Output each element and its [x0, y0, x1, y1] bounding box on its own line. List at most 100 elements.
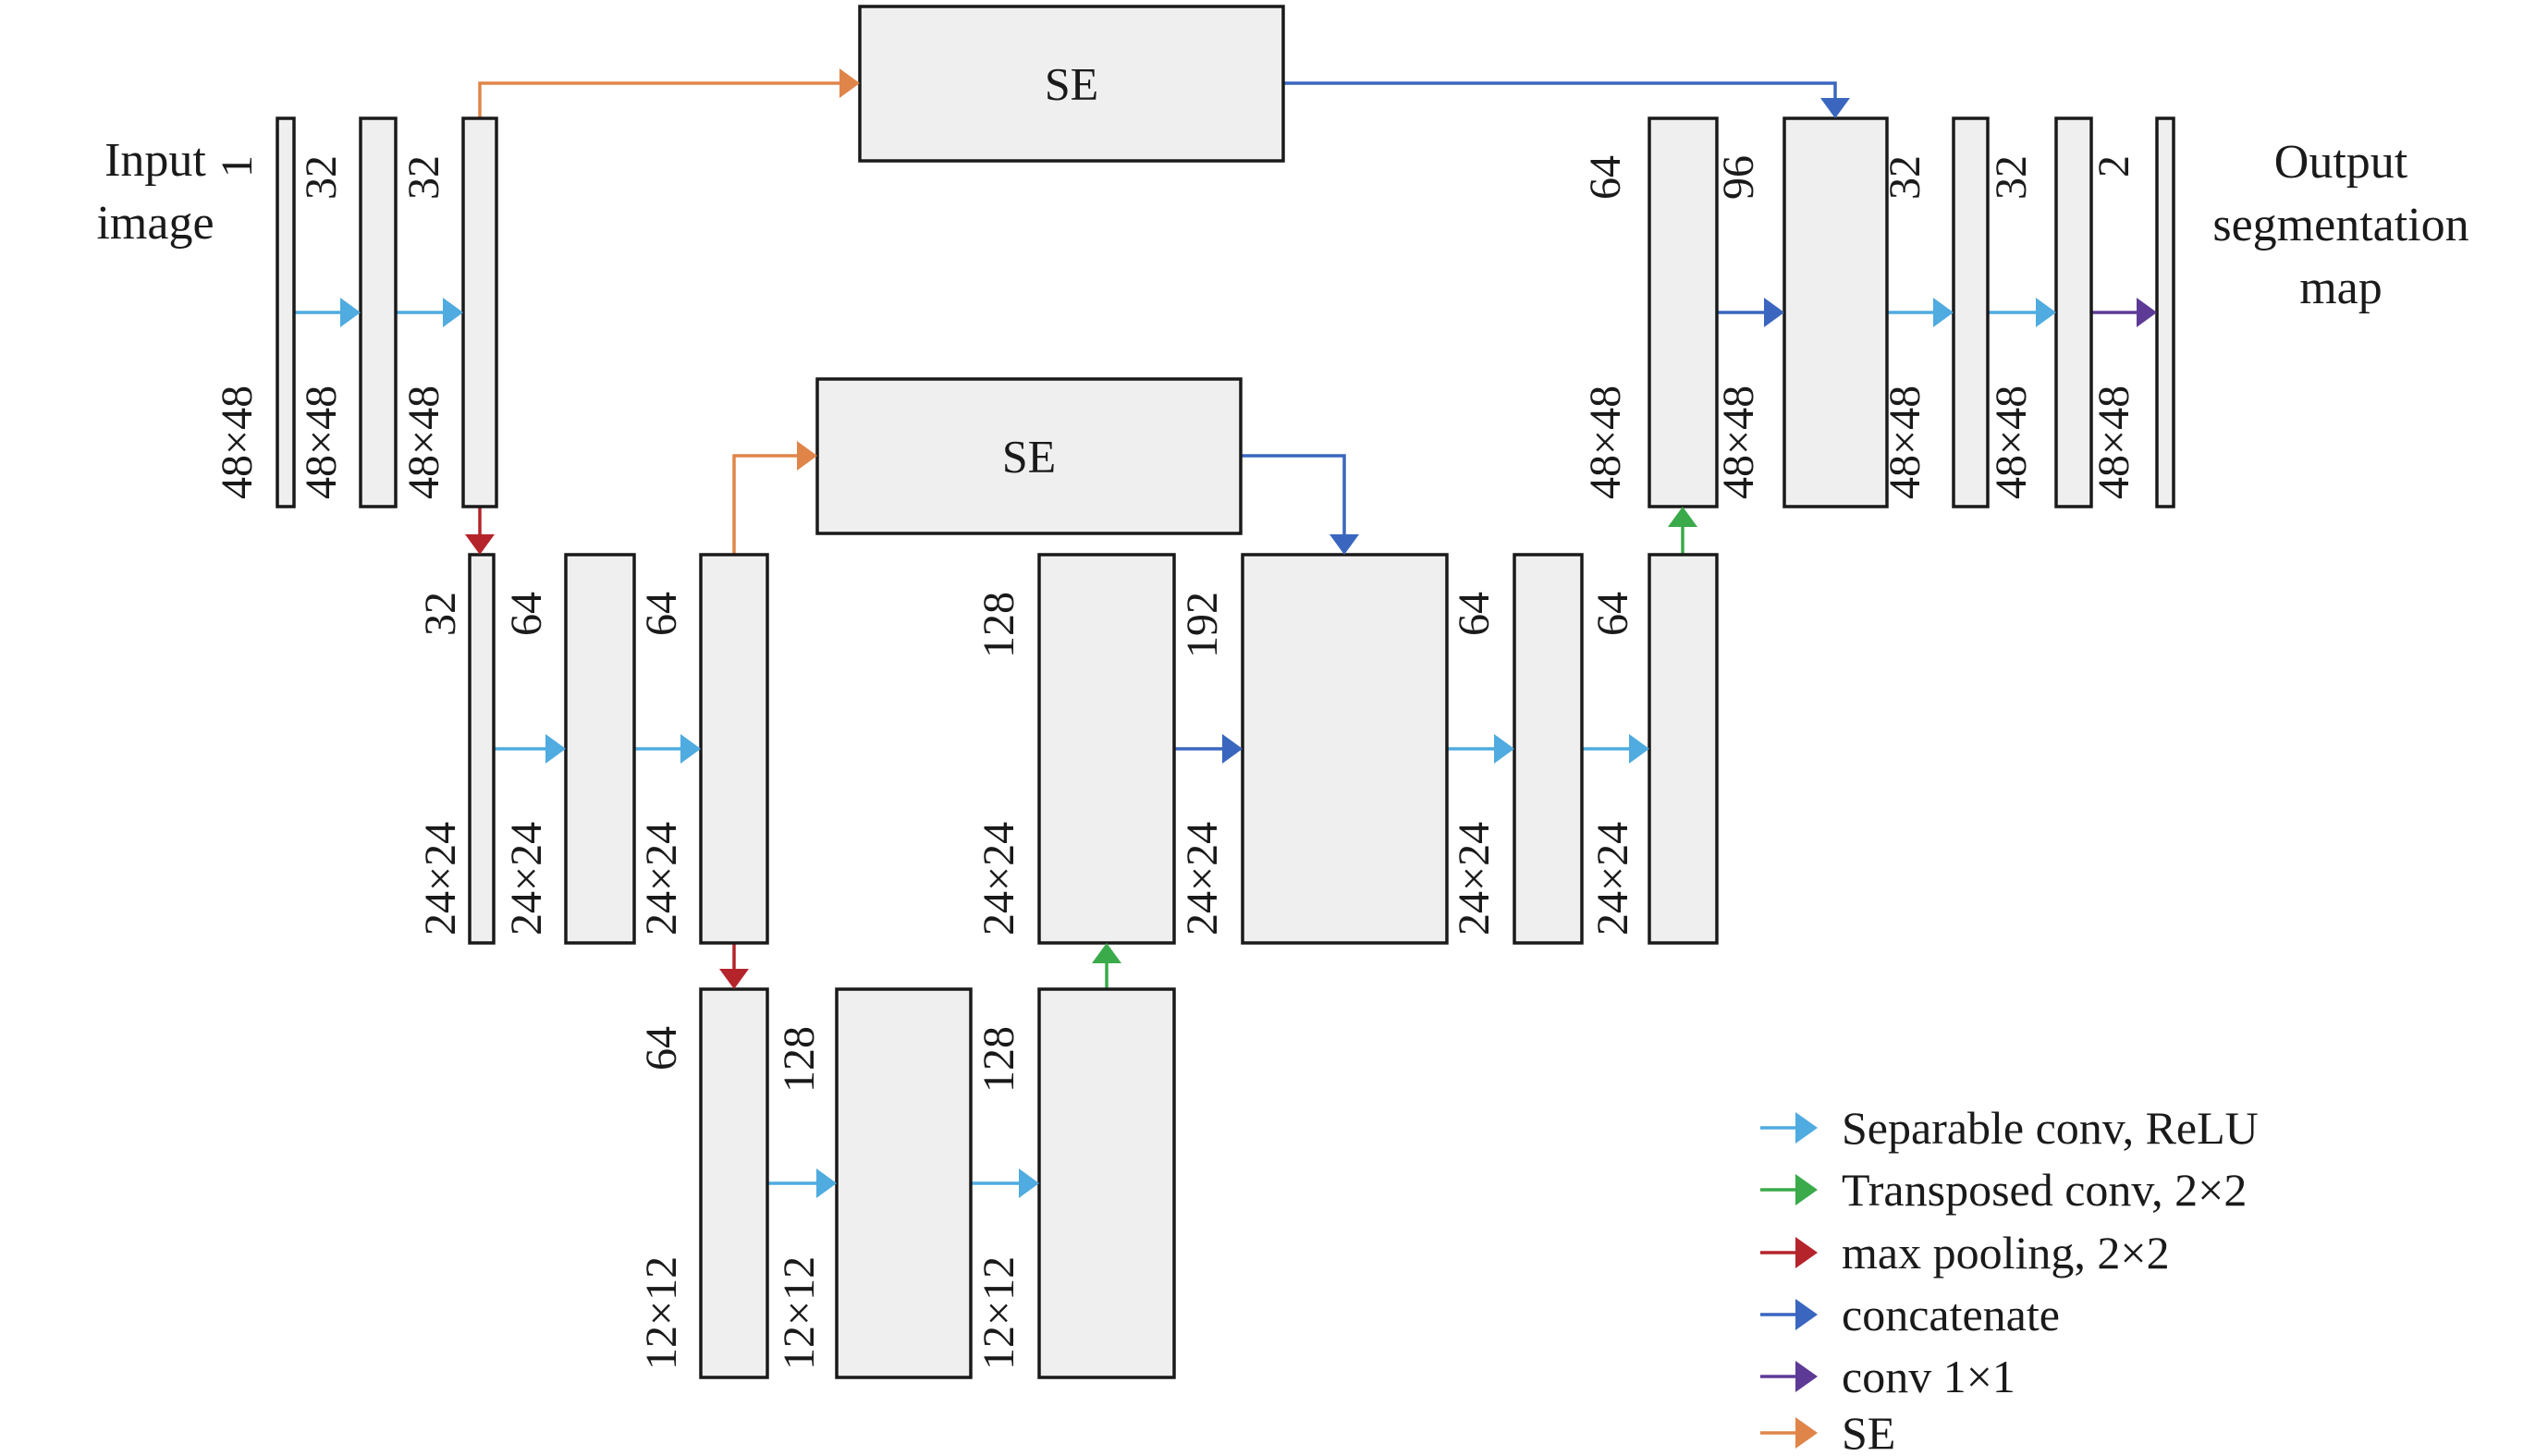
- arrow-heads: [340, 68, 2157, 1198]
- channel-label-b1: 1: [213, 155, 262, 177]
- arrow-skip-se1-in-line: [478, 81, 841, 118]
- feature-map-block-b16: [1952, 116, 1990, 508]
- output-label-line-0: Output: [2274, 136, 2408, 189]
- legend-arrow-max_pooling: [1795, 1237, 1818, 1268]
- feature-map-block-b15: [1782, 116, 1889, 508]
- connector-lines: [294, 81, 2138, 1185]
- size-label-b10: 24×24: [974, 822, 1023, 936]
- arrow-b12-b13-head: [1629, 734, 1649, 764]
- feature-map-block-b7: [699, 987, 769, 1379]
- legend-label-conv1x1: conv 1×1: [1842, 1351, 2015, 1402]
- feature-map-blocks: [276, 116, 2175, 1379]
- feature-map-block-b14: [1648, 116, 1719, 508]
- se-label-se1: SE: [1045, 58, 1098, 110]
- legend-arrow-transposed_conv: [1795, 1174, 1818, 1205]
- feature-map-block-b9: [1037, 987, 1176, 1379]
- arrow-skip-se2-in-head: [797, 441, 817, 471]
- arrow-b16-b17-head: [2036, 298, 2056, 327]
- legend-arrow-se: [1795, 1417, 1818, 1449]
- size-label-b9: 12×12: [974, 1256, 1023, 1370]
- arrow-b7-b8-head: [816, 1168, 837, 1198]
- size-label-b2: 48×48: [297, 385, 346, 499]
- arrow-skip-se2-out-line: [1241, 454, 1346, 536]
- legend-arrow-conv1x1: [1795, 1361, 1818, 1392]
- arrow-concat-2-head: [1222, 734, 1243, 764]
- arrow-b5-b6-head: [680, 734, 701, 764]
- channel-label-b8: 128: [775, 1026, 824, 1093]
- arrow-skip-se2-in-line: [732, 454, 799, 555]
- channel-label-b5: 64: [502, 592, 551, 636]
- feature-map-block-b8: [835, 987, 973, 1379]
- arrow-b11-b12-head: [1494, 734, 1514, 764]
- feature-map-block-b2: [359, 116, 398, 508]
- size-label-b12: 24×24: [1450, 822, 1499, 936]
- legend-label-transposed_conv: Transposed conv, 2×2: [1842, 1164, 2247, 1216]
- arrow-concat-1-head: [1764, 298, 1784, 327]
- size-label-b4: 24×24: [416, 822, 465, 936]
- feature-map-block-b11: [1241, 553, 1449, 945]
- output-label-line-2: map: [2299, 262, 2383, 314]
- channel-label-b3: 32: [399, 155, 448, 200]
- input-label-line-0: Input: [104, 134, 206, 187]
- legend-label-max_pooling: max pooling, 2×2: [1842, 1227, 2170, 1279]
- channel-label-b18: 2: [2089, 155, 2138, 177]
- channel-label-b11: 192: [1178, 592, 1227, 658]
- se-label-se2: SE: [1002, 431, 1056, 483]
- se-block-se2: [815, 377, 1243, 535]
- arrow-pool-1-head: [465, 534, 495, 555]
- channel-label-b14: 64: [1581, 155, 1630, 200]
- arrow-b1-b2-head: [340, 298, 361, 327]
- se-blocks: SE SE: [815, 5, 1285, 535]
- channel-label-b9: 128: [974, 1026, 1023, 1093]
- channel-label-b15: 96: [1714, 155, 1763, 200]
- input-label-line-1: image: [96, 197, 214, 250]
- size-label-b11: 24×24: [1178, 822, 1227, 936]
- size-label-b16: 48×48: [1880, 385, 1929, 499]
- feature-map-block-b1: [276, 116, 296, 508]
- channel-label-b2: 32: [297, 155, 346, 200]
- size-label-b18: 48×48: [2089, 385, 2138, 499]
- arrow-up-2-head: [1668, 507, 1697, 527]
- channel-label-b7: 64: [637, 1026, 686, 1071]
- output-label-line-1: segmentation: [2212, 199, 2468, 251]
- se-block-se1: [858, 5, 1285, 163]
- arrow-b2-b3-head: [443, 298, 463, 327]
- size-label-b14: 48×48: [1581, 385, 1630, 499]
- io-labels: Input image Output segmentation map: [96, 134, 2468, 314]
- feature-map-block-b17: [2054, 116, 2093, 508]
- arrow-b15-b16-head: [1933, 298, 1954, 327]
- legend-label-se: SE: [1842, 1407, 1895, 1456]
- legend-arrow-separable_conv: [1795, 1112, 1818, 1144]
- arrow-skip-se2-out-head: [1329, 534, 1359, 555]
- size-label-b17: 48×48: [1987, 385, 2036, 499]
- channel-label-b13: 64: [1588, 592, 1637, 636]
- channel-label-b6: 64: [637, 592, 686, 636]
- arrow-pool-2-head: [719, 969, 749, 989]
- feature-map-block-b18: [2155, 116, 2175, 508]
- arrow-skip-se1-out-line: [1283, 81, 1837, 100]
- feature-map-block-b5: [564, 553, 636, 945]
- feature-map-block-b3: [461, 116, 498, 508]
- feature-map-block-b10: [1037, 553, 1176, 945]
- feature-map-block-b6: [699, 553, 769, 945]
- size-label-b3: 48×48: [399, 385, 448, 499]
- size-label-b15: 48×48: [1714, 385, 1763, 499]
- size-label-b5: 24×24: [502, 822, 551, 936]
- legend: Separable conv, ReLU Transposed conv, 2×2…: [1760, 1102, 2259, 1456]
- size-label-b7: 12×12: [637, 1256, 686, 1370]
- size-label-b8: 12×12: [775, 1256, 824, 1370]
- channel-label-b17: 32: [1987, 155, 2036, 200]
- channel-label-b16: 32: [1880, 155, 1929, 200]
- legend-label-concatenate: concatenate: [1842, 1289, 2060, 1340]
- feature-map-block-b13: [1648, 553, 1719, 945]
- feature-map-block-b4: [468, 553, 496, 945]
- legend-label-separable_conv: Separable conv, ReLU: [1842, 1102, 2259, 1154]
- arrow-b8-b9-head: [1019, 1168, 1039, 1198]
- arrow-skip-se1-out-head: [1820, 98, 1850, 118]
- feature-map-block-b12: [1513, 553, 1584, 945]
- size-label-b1: 48×48: [213, 385, 262, 499]
- arrow-b4-b5-head: [545, 734, 566, 764]
- size-label-b6: 24×24: [637, 822, 686, 936]
- block-labels: 1 48×48 32 48×48 32 48×48 32 24×24 64 24×24 64 24×2…: [213, 155, 2138, 1370]
